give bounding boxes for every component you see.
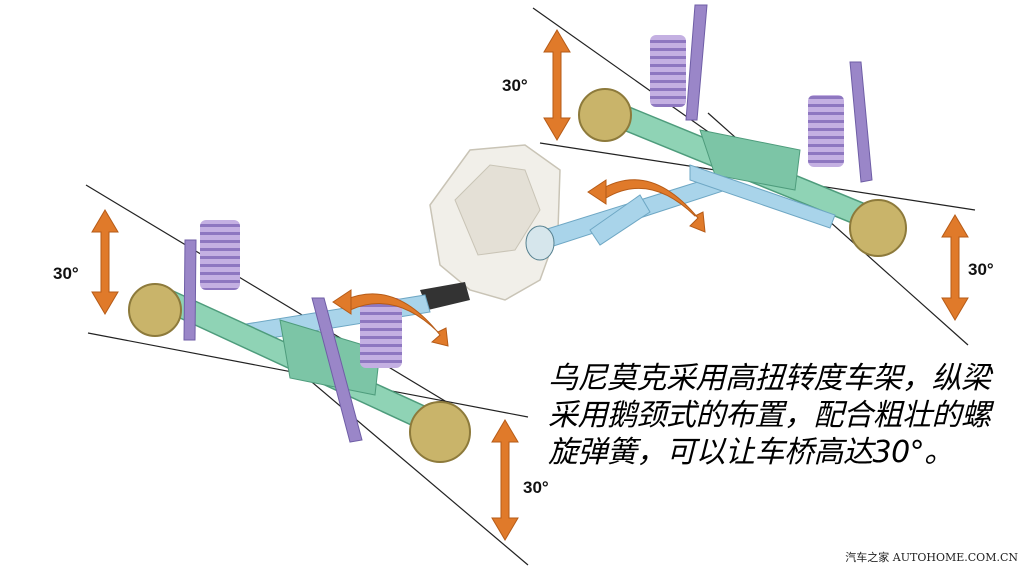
caption-line: 乌尼莫克采用高扭转度车架，纵梁 [548,361,991,396]
angle-label: 30° [502,76,528,95]
watermark: 汽车之家 AUTOHOME.COM.CN [845,551,1018,564]
front-damper [183,239,197,341]
front-axle [128,220,471,463]
angle-label: 30° [53,264,79,283]
wheel-hub [578,88,632,142]
double-arrow-icon [941,214,969,321]
wheel-hub [409,401,471,463]
caption-line: 旋弹簧，可以让车桥高达30°。 [548,435,954,470]
front-spring [200,220,240,290]
rear-damper [849,61,873,183]
wheel-hub [128,283,182,337]
driveshaft-flange [525,225,555,261]
rear-spring [808,95,844,167]
front-spring [360,298,402,368]
caption: 乌尼莫克采用高扭转度车架，纵梁 采用鹅颈式的布置，配合粗壮的螺 旋弹簧，可以让车… [548,360,1020,471]
curved-arrow-icon [332,289,449,347]
rear-damper [685,4,708,121]
angle-label: 30° [523,478,549,497]
reference-line [299,371,529,566]
reference-line [85,184,461,411]
articulation-arrows [91,29,969,541]
double-arrow-icon [91,209,119,315]
double-arrow-icon [543,29,571,141]
front-damper [311,297,363,443]
caption-line: 采用鹅颈式的布置，配合粗壮的螺 [548,398,991,433]
wheel-hub [849,199,907,257]
rear-axle [578,4,907,257]
gearbox [429,144,561,301]
rear-spring [650,35,686,107]
double-arrow-icon [491,419,519,541]
angle-label: 30° [968,260,994,279]
curved-arrow-icon [587,179,706,233]
